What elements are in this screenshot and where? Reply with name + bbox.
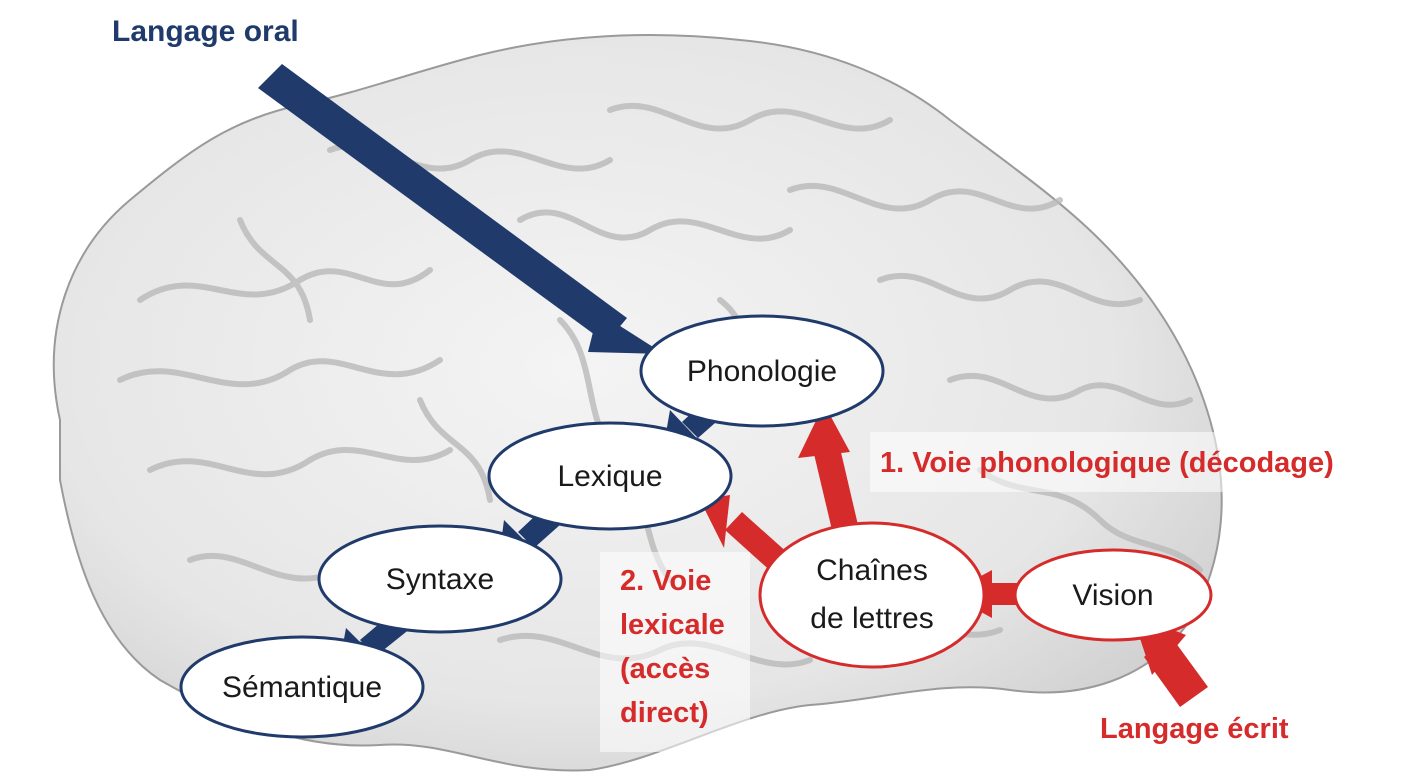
node-semantique-label: Sémantique [222, 671, 382, 704]
arrow-chaines-to-phonologie [798, 404, 858, 530]
node-chaines-line1: Chaînes [816, 554, 928, 587]
voie-lexicale-line1: 2. Voie [620, 565, 711, 597]
node-vision-label: Vision [1072, 579, 1153, 612]
node-chaines-de-lettres: Chaînes de lettres [758, 521, 986, 669]
langage-ecrit-label: Langage écrit [1100, 713, 1289, 745]
node-semantique: Sémantique [179, 635, 425, 739]
node-phonologie: Phonologie [639, 314, 885, 428]
node-vision: Vision [1013, 548, 1213, 642]
voie-phonologique-label: 1. Voie phonologique (décodage) [880, 447, 1334, 479]
oral-input-arrow [258, 64, 664, 354]
langage-oral-label: Langage oral [112, 15, 299, 48]
node-lexique: Lexique [487, 421, 733, 531]
node-phonologie-label: Phonologie [687, 355, 837, 388]
voie-lexicale-line4: direct) [620, 697, 709, 729]
node-syntaxe: Syntaxe [317, 524, 563, 634]
voie-lexicale-label: 2. Voie lexicale (accès direct) [620, 565, 725, 729]
voie-lexicale-backdrop [600, 552, 750, 752]
node-lexique-label: Lexique [557, 460, 662, 493]
voie-lexicale-line3: (accès [620, 653, 710, 685]
voie-phonologique-backdrop [870, 432, 1422, 492]
voie-lexicale-line2: lexicale [620, 609, 725, 641]
node-syntaxe-label: Syntaxe [386, 563, 494, 596]
node-chaines-line2: de lettres [810, 602, 933, 635]
